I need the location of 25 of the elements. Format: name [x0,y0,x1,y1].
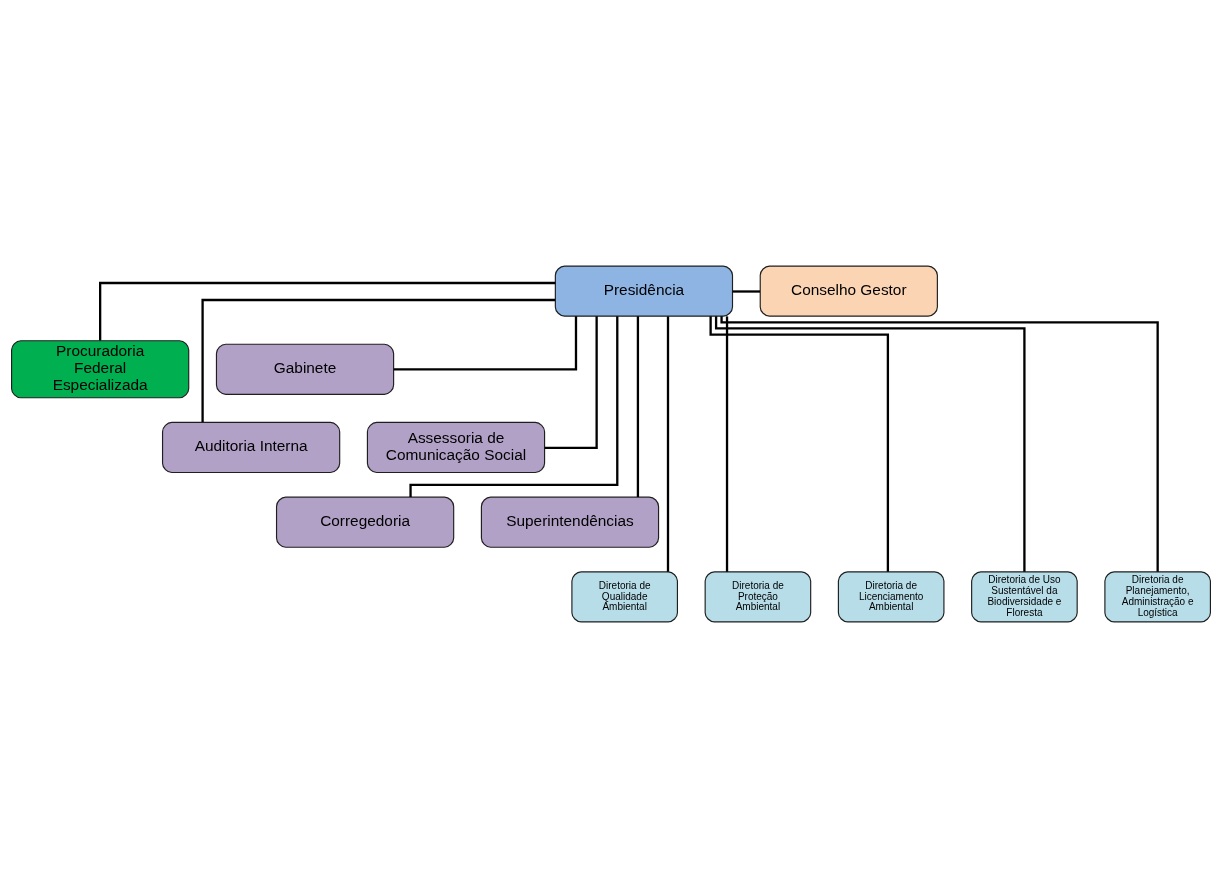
node-box: Conselho Gestor [759,265,938,317]
node-box: Diretoria de Licenciamento Ambiental [837,571,945,623]
node-box: Auditoria Interna [161,421,341,474]
connector [544,316,598,449]
connector [393,316,578,371]
node-box: Diretoria de Planejamento, Administração e Logística [1104,571,1211,623]
node-box: Superintendências [480,496,660,548]
connector [732,290,760,293]
connector [636,316,640,498]
connector [720,316,1159,572]
node-box: Gabinete [215,343,395,395]
connector [201,298,556,423]
connector [409,316,619,498]
connector [714,316,1026,572]
connector [99,281,556,341]
node-box: Procuradoria Federal Especializada [11,340,190,399]
connector [725,316,729,572]
node-box: Diretoria de Uso Sustentável da Biodiversidade e Floresta [971,571,1078,623]
node-box: Assessoria de Comunicação Social [366,421,546,474]
node-box: Corregedoria [275,496,455,548]
node-box: Diretoria de Qualidade Ambiental [571,571,678,623]
node-box: Diretoria de Proteção Ambiental [704,571,812,623]
connector [666,316,670,572]
node-box: Presidência [554,265,734,317]
connector [709,316,890,572]
